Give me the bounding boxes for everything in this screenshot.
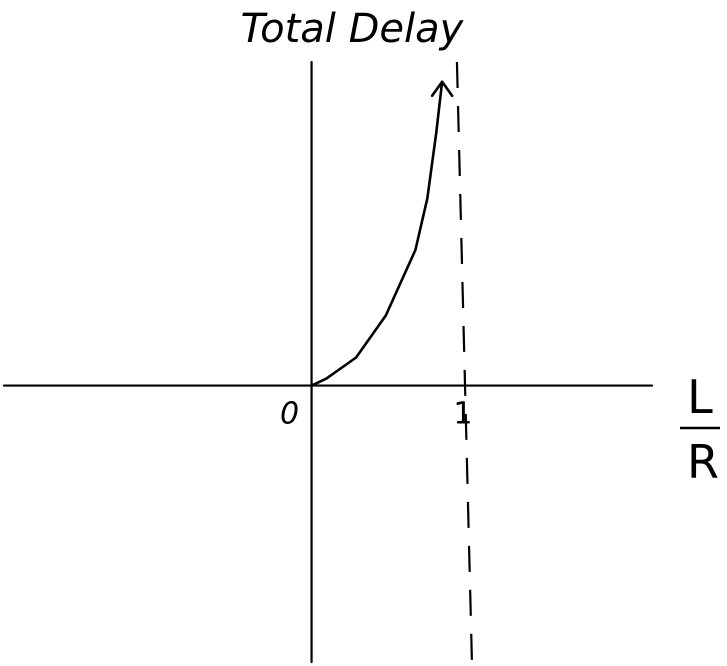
asymptote-dashed-line [455,61,474,663]
x-tick-label-0: 0 [280,397,299,432]
x-tick-label-1: 1 [453,397,472,432]
series-line-0 [310,80,444,387]
chart-title: Total Delay [241,6,465,52]
x-label-denominator: R [687,435,719,489]
series-group [310,80,454,387]
x-axis-label: L R [680,370,720,489]
x-label-numerator: L [687,370,713,424]
curve-arrowhead [430,80,454,98]
